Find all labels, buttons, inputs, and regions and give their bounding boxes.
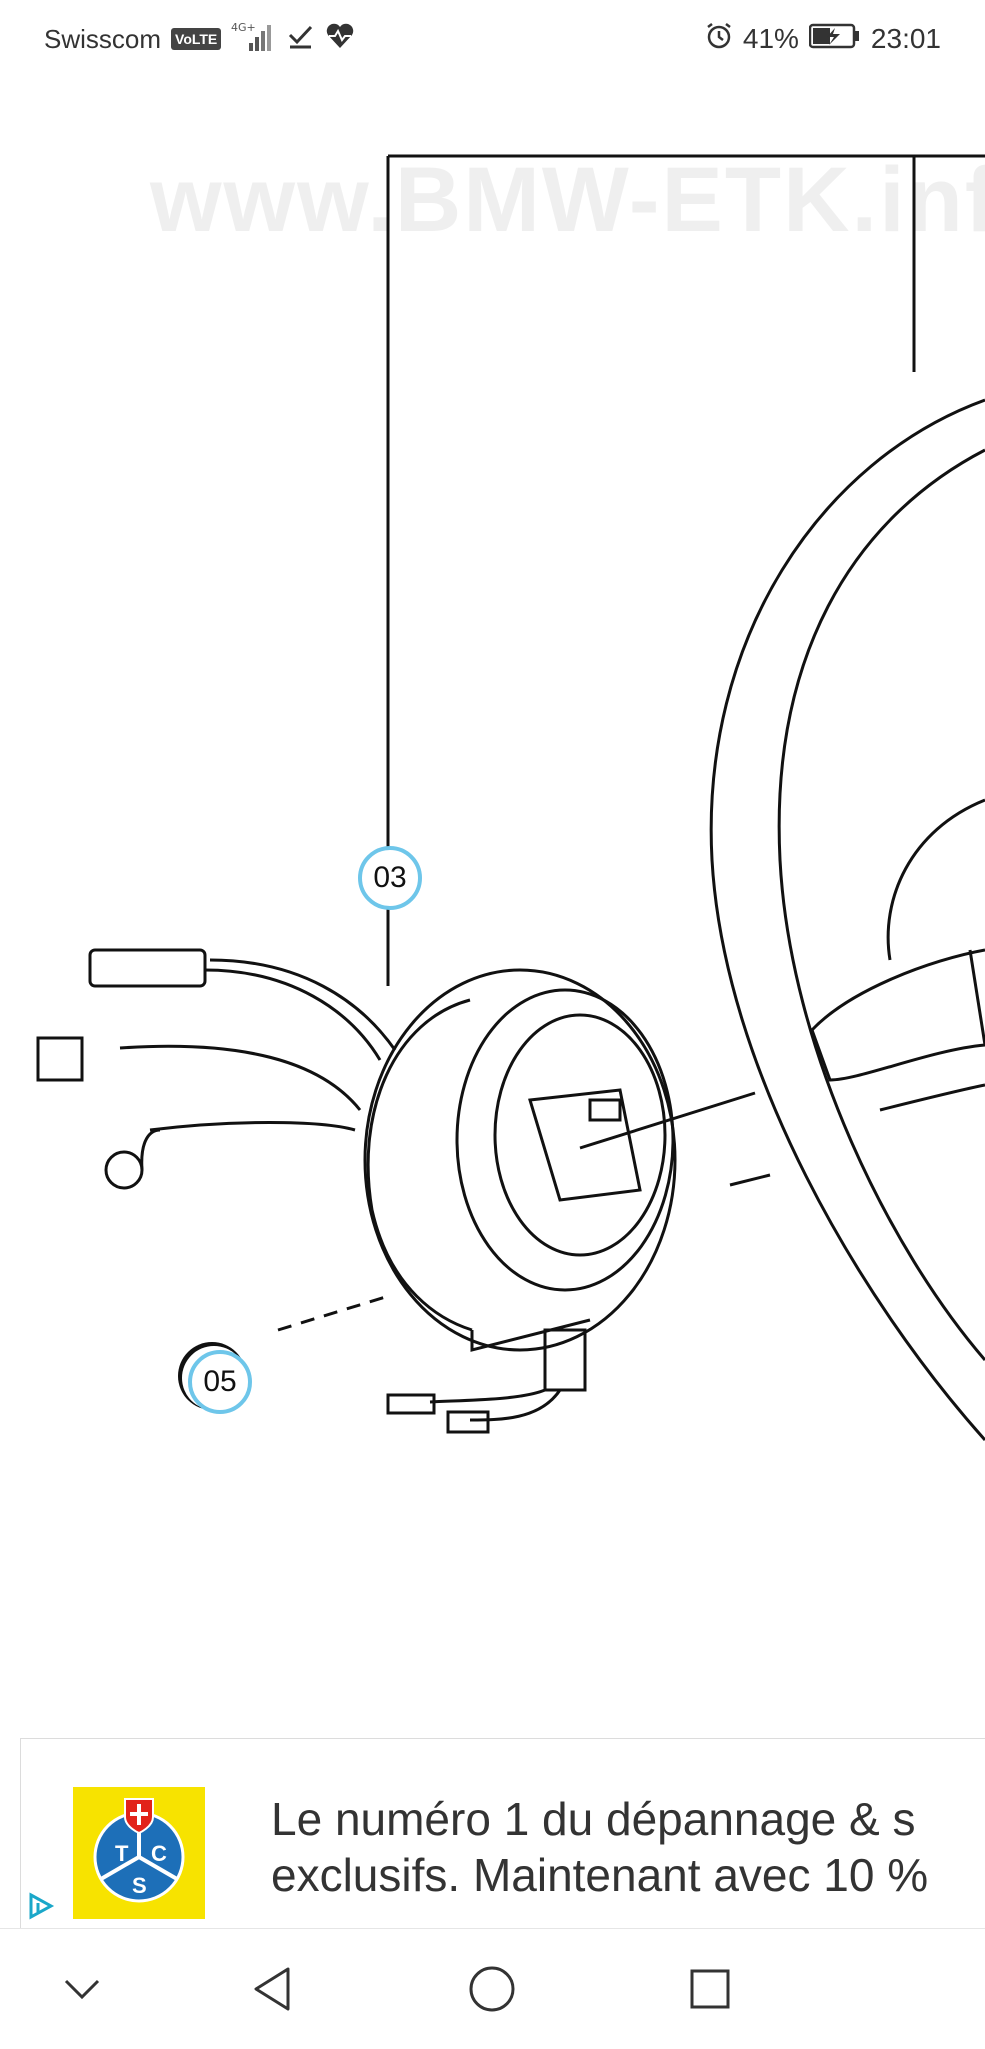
home-icon[interactable]	[442, 1929, 542, 2049]
callout-label: 05	[203, 1365, 237, 1398]
carrier-name: Swisscom	[44, 23, 162, 54]
ad-text[interactable]: Le numéro 1 du dépannage & s exclusifs. …	[271, 1791, 928, 1903]
volte-badge: VoLTE	[171, 28, 222, 50]
callout-05[interactable]: 05	[188, 1350, 252, 1414]
logo-letter-c: C	[151, 1841, 167, 1866]
ad-banner[interactable]: T C S Le numéro 1 du dépannage & s exclu…	[20, 1738, 985, 1928]
recents-icon[interactable]	[660, 1929, 760, 2049]
back-icon[interactable]	[222, 1929, 322, 2049]
signal-icon: 4G+	[231, 19, 277, 60]
tcs-emblem-icon: T C S	[93, 1798, 185, 1903]
ad-text-line2: exclusifs. Maintenant avec 10 %	[271, 1849, 929, 1901]
status-right: 41% 23:01	[705, 22, 941, 57]
network-type: 4G+	[231, 21, 256, 34]
ad-text-line1: Le numéro 1 du dépannage & s	[271, 1793, 916, 1845]
system-nav-bar	[0, 1928, 985, 2049]
battery-charging-icon	[808, 23, 861, 56]
logo-letter-t: T	[115, 1841, 129, 1866]
exploded-view-drawing	[36, 154, 985, 1441]
health-heart-icon	[325, 22, 355, 57]
download-check-icon	[287, 22, 315, 57]
parts-diagram: www.BMW-ETK.info	[0, 78, 985, 1738]
callout-label: 03	[373, 861, 407, 894]
status-bar: Swisscom VoLTE 4G+	[0, 0, 985, 78]
clock: 23:01	[870, 23, 941, 54]
watermark: www.BMW-ETK.info	[150, 149, 985, 251]
tcs-logo[interactable]: T C S	[73, 1787, 205, 1919]
ad-choices-icon[interactable]	[25, 1891, 55, 1921]
logo-letter-s: S	[132, 1873, 147, 1898]
callout-03[interactable]: 03	[358, 846, 422, 910]
chevron-down-icon[interactable]	[32, 1929, 132, 2049]
status-left: Swisscom VoLTE 4G+	[44, 19, 355, 60]
battery-percent: 41%	[742, 23, 799, 54]
alarm-icon	[705, 22, 733, 57]
